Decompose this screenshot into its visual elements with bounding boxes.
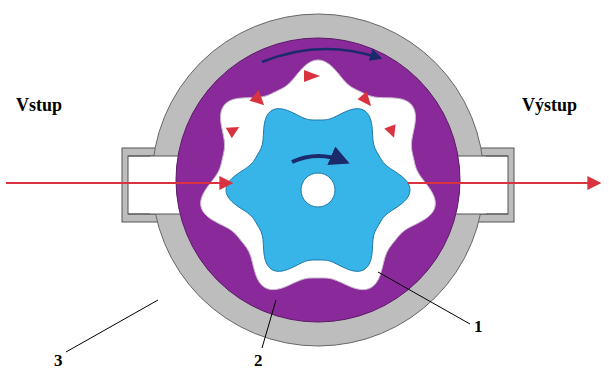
flow-arrowhead bbox=[304, 70, 320, 82]
rotation-arrow bbox=[292, 156, 346, 162]
leader-line bbox=[378, 272, 470, 324]
flow-arrowhead bbox=[250, 90, 270, 110]
flow-arrowhead bbox=[226, 122, 242, 138]
inlet-flow-arrow bbox=[6, 182, 232, 184]
leader-line bbox=[262, 300, 276, 348]
leader-line bbox=[66, 300, 158, 352]
callout-number: 1 bbox=[474, 318, 483, 335]
inlet-label: Vstup bbox=[16, 96, 62, 114]
rotor-cavity bbox=[201, 60, 436, 290]
outer-rotor bbox=[176, 38, 460, 322]
pump-housing bbox=[152, 14, 484, 346]
flow-arrowhead bbox=[358, 92, 376, 110]
flow-arrowhead bbox=[384, 124, 399, 139]
outlet-flow-arrow bbox=[408, 182, 600, 184]
callout-number: 3 bbox=[54, 352, 63, 369]
inner-rotor bbox=[226, 109, 410, 272]
outlet-label: Výstup bbox=[522, 96, 577, 114]
rotation-arrow bbox=[262, 49, 380, 62]
shaft-hole bbox=[301, 173, 335, 207]
callout-number: 2 bbox=[254, 352, 263, 369]
